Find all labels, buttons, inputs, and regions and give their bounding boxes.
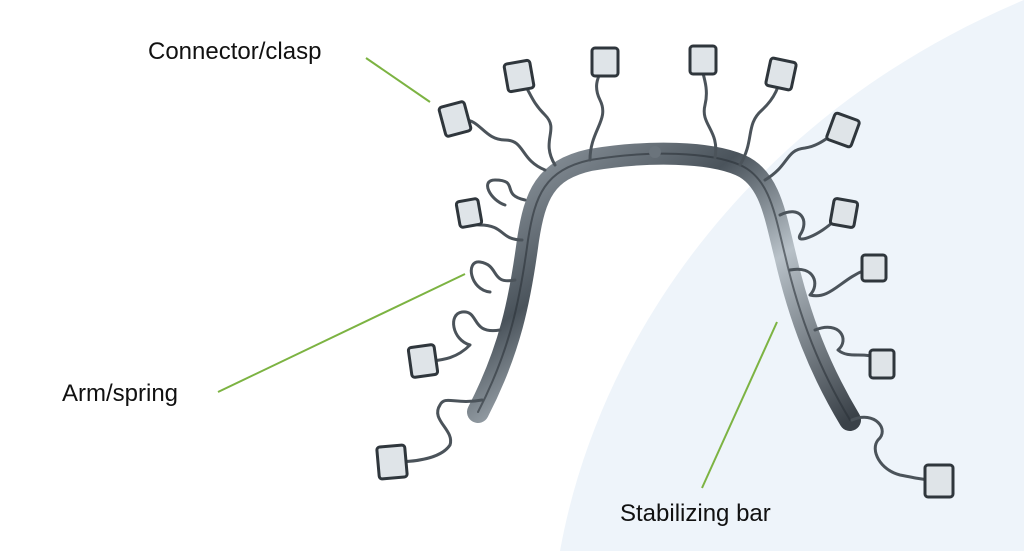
arm-spring bbox=[469, 260, 517, 294]
arm-spring bbox=[850, 415, 937, 482]
clasp-connector bbox=[764, 56, 798, 92]
clasp-connector bbox=[375, 443, 409, 481]
clasp-connector bbox=[828, 197, 860, 229]
arm-spring-label: Arm/spring bbox=[62, 380, 179, 407]
clasp-connector bbox=[825, 111, 861, 149]
arm-spring bbox=[813, 325, 882, 362]
stabilizing-bar-label: Stabilizing bar bbox=[620, 500, 771, 527]
connector-clasp-label: Connector/clasp bbox=[148, 38, 322, 65]
appliance-illustration bbox=[375, 44, 955, 499]
arm-leader-line bbox=[217, 273, 466, 393]
clasp-connector bbox=[454, 197, 484, 229]
bar-leader-line bbox=[701, 321, 778, 489]
clasp-connector bbox=[406, 343, 440, 379]
arm-spring bbox=[463, 118, 547, 172]
arm-spring bbox=[390, 398, 484, 464]
arm-spring bbox=[738, 73, 782, 167]
arm-spring bbox=[778, 210, 837, 241]
clasp-connector bbox=[590, 46, 620, 78]
clasp-connector bbox=[688, 44, 718, 76]
clasp-connector bbox=[502, 58, 536, 94]
arm-spring bbox=[788, 267, 867, 298]
arm-spring bbox=[423, 310, 502, 364]
clasp-connector bbox=[860, 253, 888, 283]
connector-leader-line bbox=[365, 57, 431, 103]
clasp-connector bbox=[437, 100, 473, 138]
clasp-connector bbox=[923, 463, 955, 499]
arm-spring bbox=[486, 178, 527, 207]
clasp-connector bbox=[868, 348, 896, 380]
